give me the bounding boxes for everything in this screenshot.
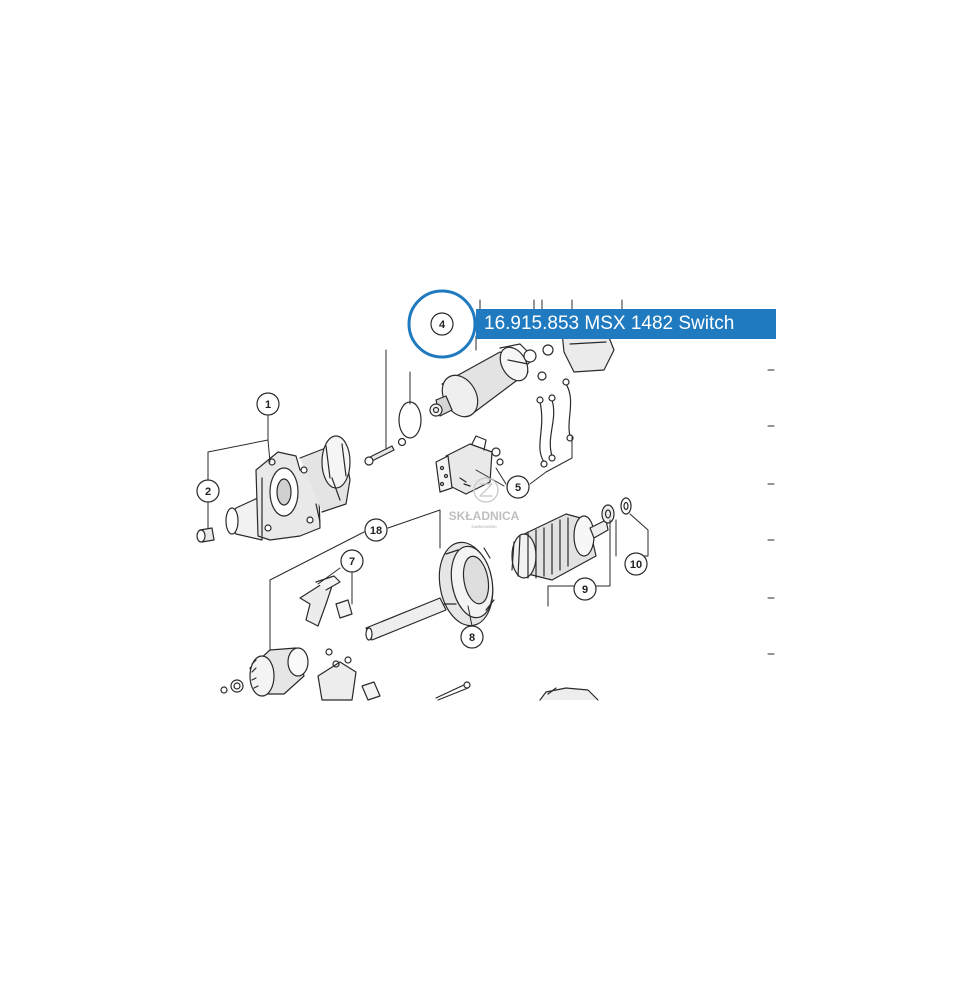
relay-part [435,435,504,495]
lever-support-part [317,656,381,701]
pinion-part [220,647,333,697]
svg-text:GARKOWSKI: GARKOWSKI [471,524,496,529]
fork-lever-part [299,575,353,627]
armature-part [511,513,609,581]
callout-4-highlight: 4 [407,289,477,359]
callout-1: 1 [256,392,280,416]
bearing-part [601,504,615,524]
brush-holder-part [539,687,599,701]
svg-text:9: 9 [582,584,588,596]
callout-8: 8 [460,625,484,649]
svg-text:7: 7 [349,556,355,568]
svg-text:2: 2 [205,486,211,498]
callout-7: 7 [340,549,364,573]
callout-18: 18 [364,518,388,542]
svg-text:5: 5 [515,482,521,494]
svg-text:4: 4 [439,319,446,331]
bolt-part [364,445,395,466]
svg-text:18: 18 [370,525,382,537]
callout-10: 10 [624,552,648,576]
svg-text:10: 10 [630,559,642,571]
armature-shaft-part [365,541,495,641]
svg-text:SKŁADNICA: SKŁADNICA [449,509,520,523]
wire-leads-part [536,378,574,468]
o-ring-part [397,401,422,447]
callout-5: 5 [506,475,530,499]
svg-text:1: 1 [265,399,271,411]
solenoid-switch-part [429,343,554,418]
end-cover-part [561,329,615,373]
bushing-part [196,527,215,543]
svg-text:8: 8 [469,632,475,644]
long-bolt-part [435,681,471,701]
callout-9: 9 [573,577,597,601]
part-title-banner: 16.915.853 MSX 1482 Switch [476,309,776,339]
callout-2: 2 [196,479,220,503]
leader-lines [207,299,775,655]
washer-part [620,497,632,515]
drive-housing-part [225,435,351,541]
watermark-logo: SKŁADNICA GARKOWSKI [449,477,520,529]
